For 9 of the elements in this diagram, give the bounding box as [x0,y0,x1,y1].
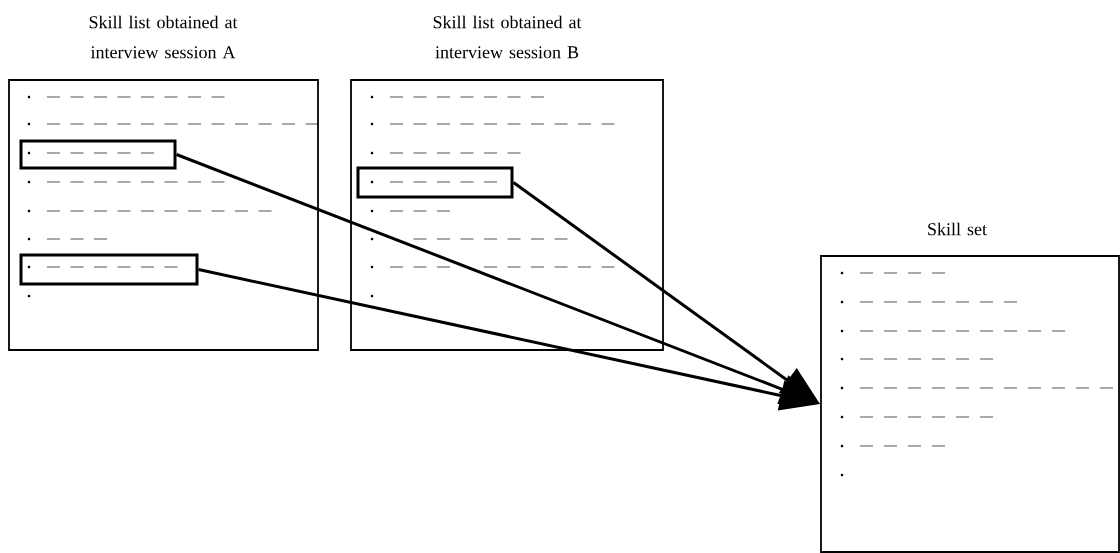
box-heading: Skill list obtained at interview session A [89,15,238,59]
highlight-box [19,139,177,170]
highlight-box [19,253,199,286]
list-box [8,79,319,351]
box-heading: Skill set [928,222,987,236]
highlight-box [356,166,514,199]
box-heading: Skill list obtained at interview session B [433,15,582,59]
list-box [350,79,664,351]
list-box [820,255,1120,553]
